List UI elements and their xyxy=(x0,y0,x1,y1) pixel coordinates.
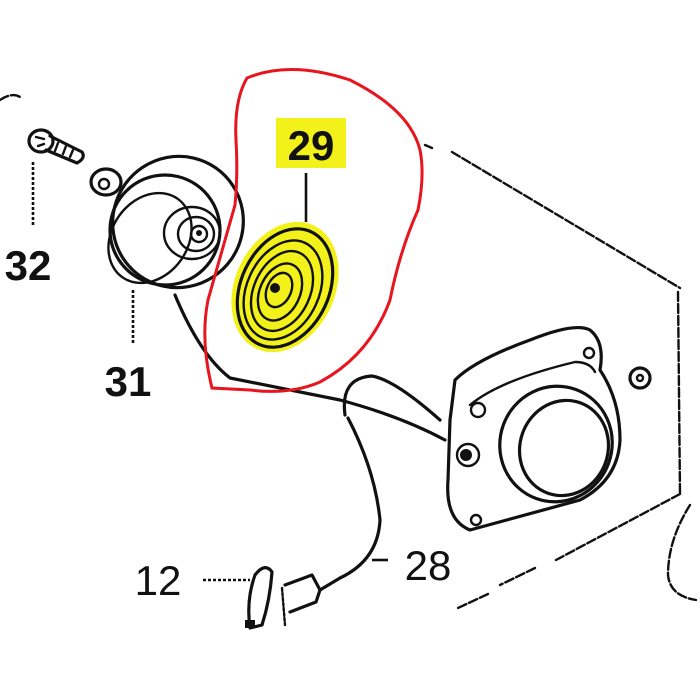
pulley-icon xyxy=(107,154,245,290)
starter-rope xyxy=(173,293,447,592)
callout-28[interactable]: 28 xyxy=(372,542,451,589)
bolt-icon xyxy=(27,128,85,165)
callout-29-label: 29 xyxy=(288,122,335,169)
callout-32-label: 32 xyxy=(5,242,52,289)
callout-31-label: 31 xyxy=(105,358,152,405)
callout-31[interactable]: 31 xyxy=(105,290,152,405)
callout-32[interactable]: 32 xyxy=(5,162,52,289)
annotation-circle xyxy=(203,67,424,393)
callout-12-label: 12 xyxy=(135,557,182,604)
assembly-frame xyxy=(0,93,698,610)
nut-icon xyxy=(628,366,652,390)
callout-12[interactable]: 12 xyxy=(135,557,250,604)
callout-28-label: 28 xyxy=(405,542,452,589)
callout-29[interactable]: 29 xyxy=(276,118,346,222)
washer-icon xyxy=(89,167,123,197)
starter-grip-icon xyxy=(245,566,322,630)
starter-case-icon xyxy=(446,326,622,532)
recoil-spring-icon xyxy=(231,221,339,353)
